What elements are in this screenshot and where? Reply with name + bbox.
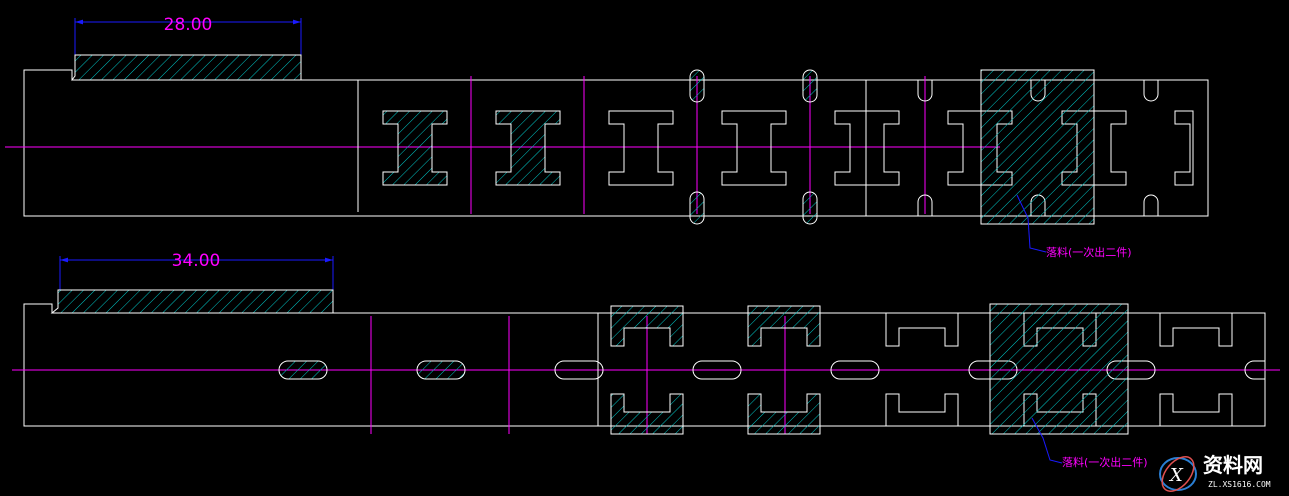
- strip-2-outline: [23, 303, 1266, 427]
- strip-2: 34.00: [12, 251, 1280, 469]
- strip-1-notch-bottom-1: [917, 194, 933, 216]
- strip-1-pierce-2: [495, 110, 561, 186]
- strip-2-idle-hole-2: [692, 360, 742, 380]
- strip-1-idle-1: [608, 110, 674, 186]
- strip-2-notch-bottom-1: [885, 393, 959, 426]
- watermark-logo: X: [1159, 456, 1197, 492]
- strip-1-idle-2: [721, 110, 787, 186]
- strip-1-notch-top-1: [917, 80, 933, 102]
- strip-2-dimension: 34.00: [59, 251, 334, 290]
- strip-2-leader: [1031, 417, 1063, 464]
- svg-text:X: X: [1168, 465, 1184, 486]
- strip-1-dimension-value: 28.00: [164, 15, 213, 35]
- strip-1: 28.00: [5, 15, 1209, 259]
- strip-2-form-bottom-1: [610, 393, 684, 435]
- watermark-text: 资料网: [1203, 453, 1263, 477]
- strip-2-notch-bottom-3: [1159, 393, 1233, 426]
- strip-1-note: 落料(一次出二件): [1046, 245, 1132, 259]
- strip-1-blanking-area: [980, 69, 1095, 225]
- strip-2-form-bottom-2: [747, 393, 821, 435]
- watermark: X 资料网 ZL.XS1616.COM: [1159, 453, 1271, 492]
- strip-1-idle-3: [834, 110, 900, 186]
- strip-1-outline: [23, 69, 1209, 217]
- strip-1-idle-6: [1174, 110, 1194, 186]
- strip-1-dimension: 28.00: [74, 15, 302, 55]
- strip-1-material-edge: [71, 54, 302, 81]
- strip-2-idle-hole-3: [830, 360, 880, 380]
- strip-1-slot-top-2: [802, 69, 818, 103]
- strip-1-slot-bottom-1: [689, 191, 705, 225]
- strip-2-pilot-2: [416, 360, 466, 380]
- strip-1-notch-top-3: [1143, 80, 1159, 102]
- watermark-url: ZL.XS1616.COM: [1208, 480, 1271, 489]
- strip-1-leader: [1016, 194, 1047, 253]
- strip-2-notch-top-3: [1159, 313, 1233, 347]
- strip-2-notch-top-1: [885, 313, 959, 347]
- strip-2-material-edge: [50, 289, 334, 314]
- strip-2-idle-hole-6: [1244, 360, 1265, 380]
- strip-1-notch-bottom-3: [1143, 194, 1159, 216]
- strip-2-dimension-value: 34.00: [172, 251, 221, 271]
- strip-1-pierce-1: [382, 110, 448, 186]
- strip-2-pilot-1: [278, 360, 328, 380]
- strip-2-idle-hole-1: [554, 360, 604, 380]
- strip-1-slot-bottom-2: [802, 191, 818, 225]
- strip-1-slot-top-1: [689, 69, 705, 103]
- strip-2-form-top-2: [747, 305, 821, 347]
- strip-2-form-top-1: [610, 305, 684, 347]
- strip-1-station-lines: [357, 76, 926, 216]
- strip-2-blanking-area: [989, 303, 1129, 435]
- strip-2-note: 落料(一次出二件): [1062, 455, 1148, 469]
